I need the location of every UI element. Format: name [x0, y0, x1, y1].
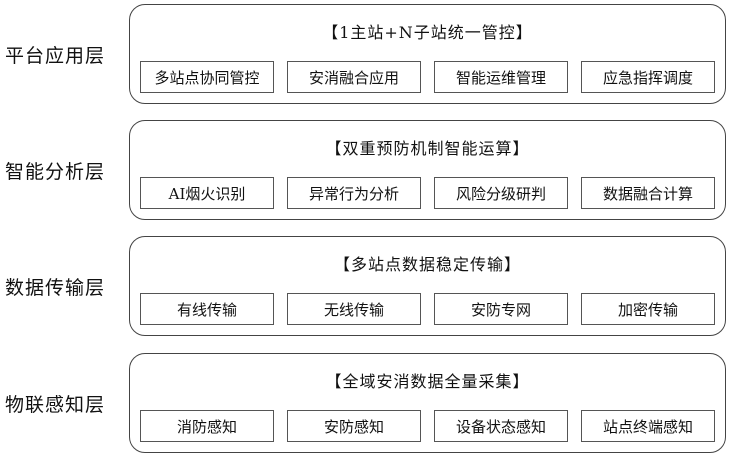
layer-panel: 【全域安消数据全量采集】 消防感知 安防感知 设备状态感知 站点终端感知	[129, 353, 726, 453]
module-box: 智能运维管理	[434, 61, 568, 93]
layer-data-transmission: 数据传输层 【多站点数据稳定传输】 有线传输 无线传输 安防专网 加密传输	[0, 236, 729, 336]
module-box: 应急指挥调度	[581, 61, 715, 93]
module-box: 安消融合应用	[287, 61, 421, 93]
layer-iot-perception: 物联感知层 【全域安消数据全量采集】 消防感知 安防感知 设备状态感知 站点终端…	[0, 353, 729, 453]
module-box: 有线传输	[140, 293, 274, 325]
panel-title: 【双重预防机制智能运算】	[325, 139, 530, 158]
panel-title: 【1主站+N子站统一管控】	[322, 23, 533, 42]
layer-label: 数据传输层	[5, 276, 106, 299]
panel-title: 【多站点数据稳定传输】	[333, 255, 521, 274]
module-box: 站点终端感知	[581, 410, 715, 442]
layer-panel: 【1主站+N子站统一管控】 多站点协同管控 安消融合应用 智能运维管理 应急指挥…	[129, 4, 726, 104]
layer-panel: 【双重预防机制智能运算】 AI烟火识别 异常行为分析 风险分级研判 数据融合计算	[129, 120, 726, 220]
module-box: 加密传输	[581, 293, 715, 325]
module-box: 无线传输	[287, 293, 421, 325]
layer-label: 平台应用层	[5, 44, 106, 67]
module-box: AI烟火识别	[140, 177, 274, 209]
layer-platform-application: 平台应用层 【1主站+N子站统一管控】 多站点协同管控 安消融合应用 智能运维管…	[0, 4, 729, 104]
module-row: 多站点协同管控 安消融合应用 智能运维管理 应急指挥调度	[140, 61, 715, 93]
module-box: 多站点协同管控	[140, 61, 274, 93]
module-row: 有线传输 无线传输 安防专网 加密传输	[140, 293, 715, 325]
layer-intelligent-analysis: 智能分析层 【双重预防机制智能运算】 AI烟火识别 异常行为分析 风险分级研判 …	[0, 120, 729, 220]
module-box: 异常行为分析	[287, 177, 421, 209]
module-box: 安防专网	[434, 293, 568, 325]
module-box: 数据融合计算	[581, 177, 715, 209]
layer-label: 物联感知层	[5, 393, 106, 416]
module-box: 风险分级研判	[434, 177, 568, 209]
module-row: 消防感知 安防感知 设备状态感知 站点终端感知	[140, 410, 715, 442]
panel-title: 【全域安消数据全量采集】	[325, 372, 530, 391]
layer-panel: 【多站点数据稳定传输】 有线传输 无线传输 安防专网 加密传输	[129, 236, 726, 336]
layer-label: 智能分析层	[5, 160, 106, 183]
module-box: 消防感知	[140, 410, 274, 442]
module-box: 设备状态感知	[434, 410, 568, 442]
module-row: AI烟火识别 异常行为分析 风险分级研判 数据融合计算	[140, 177, 715, 209]
module-box: 安防感知	[287, 410, 421, 442]
